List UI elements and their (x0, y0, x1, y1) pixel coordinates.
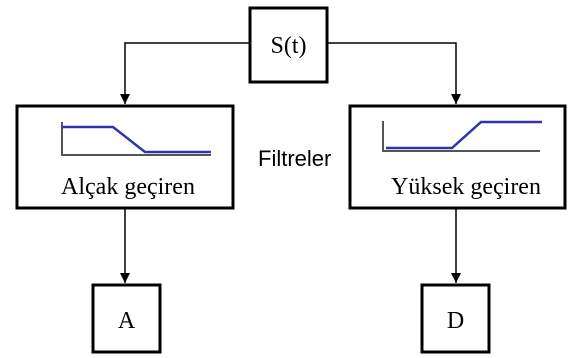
connector-source-to-highpass (327, 42, 461, 104)
lowpass-label: Alçak geçiren (61, 174, 195, 200)
lowpass-filter-node: Alçak geçiren (15, 104, 235, 210)
lowpass-response-icon (61, 122, 211, 156)
output-a-box (91, 283, 162, 354)
highpass-label: Yüksek geçiren (391, 174, 541, 200)
output-d-label: D (447, 308, 464, 334)
output-connectors (120, 208, 461, 283)
output-d-node: D (420, 283, 491, 354)
filters-label: Filtreler (258, 146, 331, 171)
connector-source-to-lowpass (120, 42, 250, 104)
highpass-filter-node: Yüksek geçiren (348, 104, 567, 210)
source-connectors (120, 42, 461, 104)
output-a-label: A (118, 308, 136, 334)
source-node: S(t) (248, 6, 329, 84)
output-d-box (420, 283, 491, 354)
source-label: S(t) (271, 33, 307, 59)
lowpass-box (15, 104, 235, 210)
source-box (248, 6, 329, 84)
output-a-node: A (91, 283, 162, 354)
highpass-response-icon (382, 120, 542, 152)
